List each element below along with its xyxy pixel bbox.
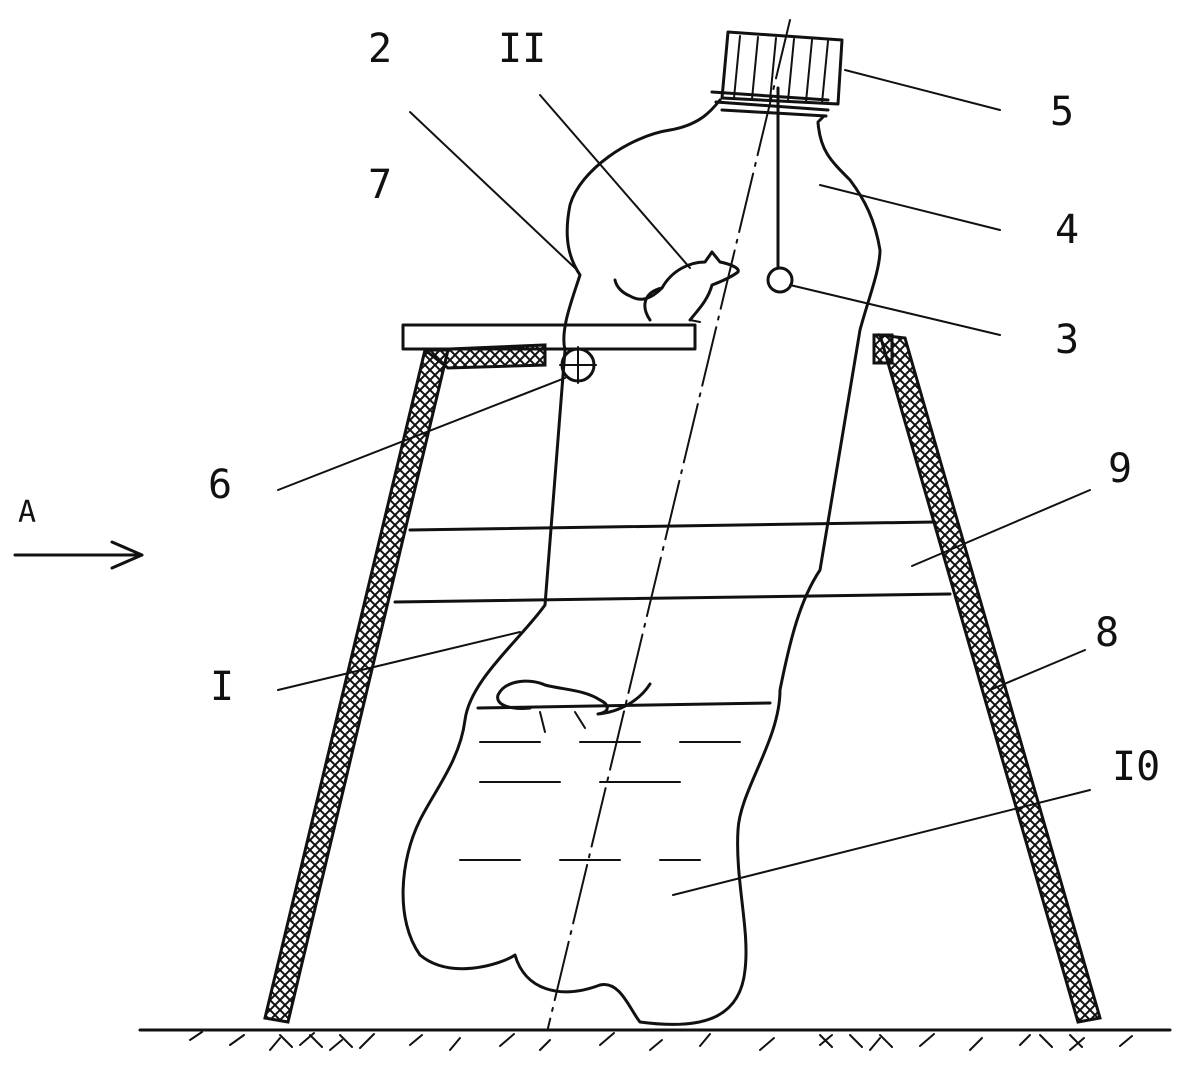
bottle-axis <box>547 19 791 1029</box>
view-arrow-a <box>13 540 144 570</box>
bottle-cap <box>720 30 844 106</box>
label-2: 2 <box>368 26 392 72</box>
label-3: 3 <box>1055 317 1079 363</box>
tilting-platform <box>401 323 697 351</box>
label-11: II <box>498 26 546 72</box>
label-1: I <box>210 664 234 710</box>
drowning-rat <box>496 679 652 733</box>
label-9: 9 <box>1108 446 1132 492</box>
leader-lines <box>277 69 1091 896</box>
pivot-hinge <box>559 346 597 384</box>
label-4: 4 <box>1055 207 1079 253</box>
label-6: 6 <box>208 462 232 508</box>
stand-legs <box>263 333 1102 1024</box>
bottle <box>401 90 882 1026</box>
rat-on-platform <box>613 250 740 323</box>
label-10: I0 <box>1112 744 1160 790</box>
water <box>459 701 772 861</box>
stand-braces <box>393 520 952 604</box>
label-5: 5 <box>1050 89 1074 135</box>
ground <box>138 1028 1172 1051</box>
bait-ball <box>766 266 794 294</box>
label-arrow-a: A <box>18 495 36 530</box>
label-7: 7 <box>368 162 392 208</box>
label-8: 8 <box>1095 610 1119 656</box>
